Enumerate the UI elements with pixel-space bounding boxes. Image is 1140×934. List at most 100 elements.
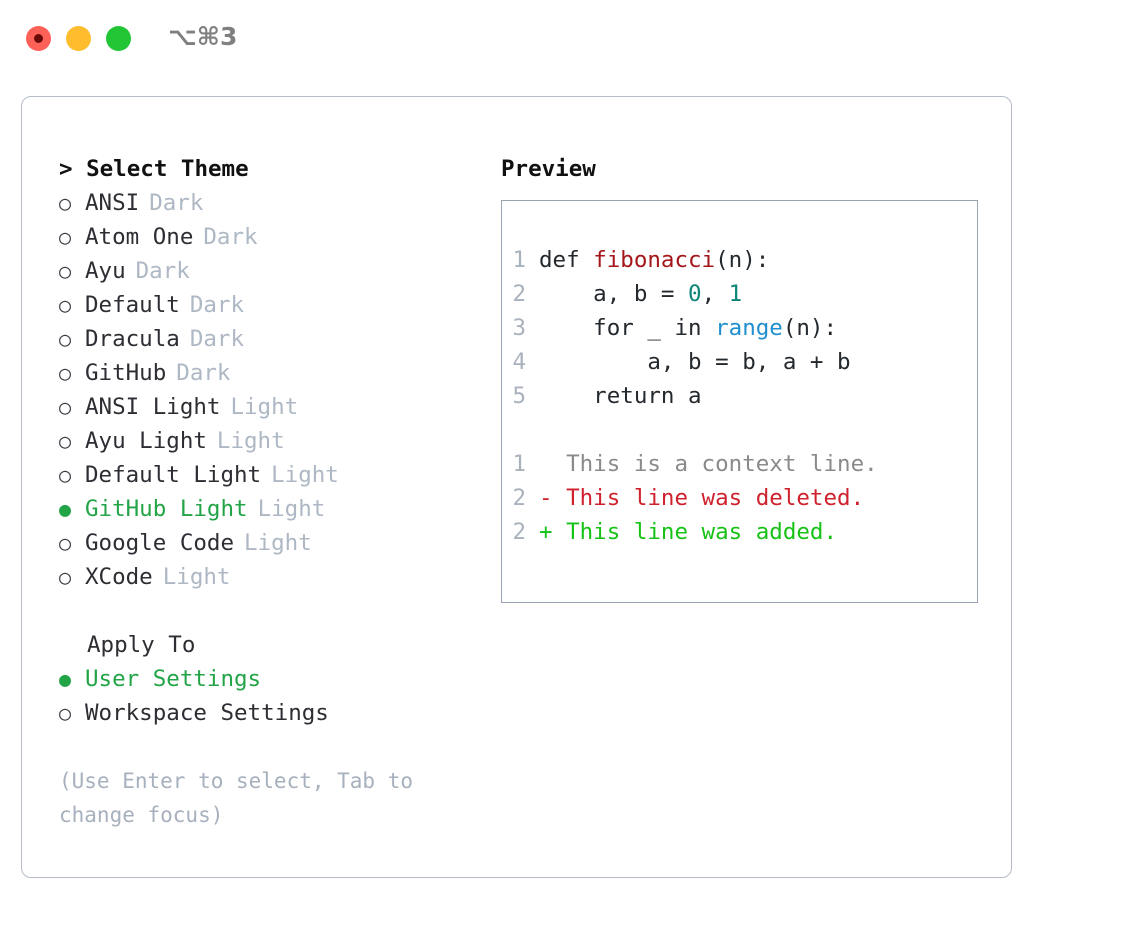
radio-unselected-icon: ○	[59, 259, 72, 283]
radio-unselected-icon: ○	[59, 395, 72, 419]
radio-selected-icon: ●	[59, 667, 72, 691]
diff-sample: 1 This is a context line.2- This line wa…	[502, 447, 977, 549]
code-line: 3 for _ in range(n):	[502, 311, 977, 345]
radio-unselected-icon: ○	[59, 429, 72, 453]
theme-option-label: Dracula	[85, 326, 180, 352]
theme-option-github[interactable]: ○ GitHub Dark	[59, 356, 489, 390]
theme-option-google-code[interactable]: ○ Google Code Light	[59, 526, 489, 560]
theme-option-label: Default	[85, 292, 180, 318]
code-line-content: return a	[539, 379, 702, 413]
diff-sign: +	[539, 519, 567, 545]
diff-sign	[539, 447, 566, 481]
code-token: 1	[728, 281, 743, 307]
theme-variant-tag: Dark	[189, 292, 245, 318]
apply-to-heading: Apply To	[87, 632, 196, 658]
code-token: ,	[701, 281, 729, 307]
diff-sign: -	[539, 485, 567, 511]
radio-unselected-icon: ○	[59, 701, 72, 725]
theme-option-label: XCode	[85, 564, 153, 590]
code-token: fibonacci	[593, 247, 716, 273]
theme-variant-tag: Light	[244, 530, 312, 556]
radio-selected-icon: ●	[59, 497, 72, 521]
radio-unselected-icon: ○	[59, 361, 72, 385]
diff-line-number: 1	[512, 451, 526, 477]
theme-variant-tag: Dark	[176, 360, 231, 386]
theme-variant-tag: Light	[216, 428, 285, 454]
code-line-number: 1	[512, 247, 526, 273]
code-token: def	[539, 247, 594, 273]
radio-unselected-icon: ○	[59, 327, 72, 351]
diff-line-number: 2	[512, 485, 526, 511]
theme-option-label: ANSI	[85, 190, 140, 216]
theme-variant-tag: Dark	[135, 258, 190, 284]
theme-variant-tag: Light	[257, 496, 326, 522]
code-line-content: a, b = b, a + b	[539, 345, 851, 379]
code-token: 0	[688, 281, 702, 307]
diff-line-context: 1 This is a context line.	[502, 447, 977, 481]
diff-line-number: 2	[512, 519, 526, 545]
close-button[interactable]	[26, 26, 51, 51]
diff-line-deleted: 2- This line was deleted.	[502, 481, 977, 515]
preview-title: Preview	[501, 156, 596, 182]
section-spacer	[59, 594, 489, 628]
theme-variant-tag: Dark	[189, 326, 245, 352]
maximize-button[interactable]	[106, 26, 131, 51]
code-token: (n):	[782, 315, 838, 341]
code-line-content: a, b = 0, 1	[539, 277, 742, 311]
theme-option-label: Ayu	[85, 258, 126, 284]
hint-spacer	[59, 730, 489, 764]
theme-variant-tag: Light	[271, 462, 339, 488]
theme-option-ayu[interactable]: ○ Ayu Dark	[59, 254, 489, 288]
theme-option-label: GitHub	[85, 360, 167, 386]
theme-option-dracula[interactable]: ○ Dracula Dark	[59, 322, 489, 356]
theme-option-default[interactable]: ○ Default Dark	[59, 288, 489, 322]
minimize-button[interactable]	[66, 26, 91, 51]
code-line: 4 a, b = b, a + b	[502, 345, 977, 379]
keyboard-shortcut-label: ⌥⌘3	[168, 22, 238, 51]
apply-to-option-user-settings[interactable]: ●User Settings	[59, 662, 489, 696]
window-controls	[26, 26, 131, 51]
code-line-number: 5	[512, 383, 526, 409]
diff-line-text: This line was added.	[566, 519, 838, 545]
title-bar: ⌥⌘3	[0, 0, 1140, 78]
code-line-number: 2	[512, 281, 526, 307]
theme-variant-tag: Light	[162, 564, 231, 590]
code-line-content: for _ in range(n):	[539, 311, 837, 345]
radio-unselected-icon: ○	[59, 293, 72, 317]
apply-to-option-label: Workspace Settings	[85, 700, 329, 726]
page-title: > Select Theme	[59, 156, 249, 182]
theme-option-xcode[interactable]: ○ XCode Light	[59, 560, 489, 594]
theme-variant-tag: Dark	[149, 190, 204, 216]
apply-to-option-workspace-settings[interactable]: ○ Workspace Settings	[59, 696, 489, 730]
apply-to-option-list: ●User Settings ○ Workspace Settings	[59, 662, 489, 730]
code-line-content: def fibonacci(n):	[539, 243, 769, 277]
diff-line-text: This is a context line.	[566, 451, 878, 477]
code-line: 2 a, b = 0, 1	[502, 277, 977, 311]
code-token: return a	[539, 383, 702, 409]
radio-unselected-icon: ○	[59, 463, 72, 487]
code-line: 1 def fibonacci(n):	[502, 243, 977, 277]
code-token: (n):	[715, 247, 770, 273]
theme-option-default-light[interactable]: ○ Default Light Light	[59, 458, 489, 492]
diff-line-added: 2 + This line was added.	[502, 515, 977, 549]
code-line-number: 4	[512, 349, 526, 375]
code-token: a, b = b, a + b	[539, 349, 851, 375]
radio-unselected-icon: ○	[59, 531, 72, 555]
theme-option-label: Default Light	[85, 462, 262, 488]
diff-line-text: This line was deleted.	[566, 485, 865, 511]
theme-option-label: Google Code	[85, 530, 235, 556]
radio-unselected-icon: ○	[59, 225, 72, 249]
code-line-number: 3	[512, 315, 526, 341]
theme-variant-tag: Light	[230, 394, 299, 420]
theme-option-label: Atom One	[85, 224, 194, 250]
radio-unselected-icon: ○	[59, 565, 72, 589]
